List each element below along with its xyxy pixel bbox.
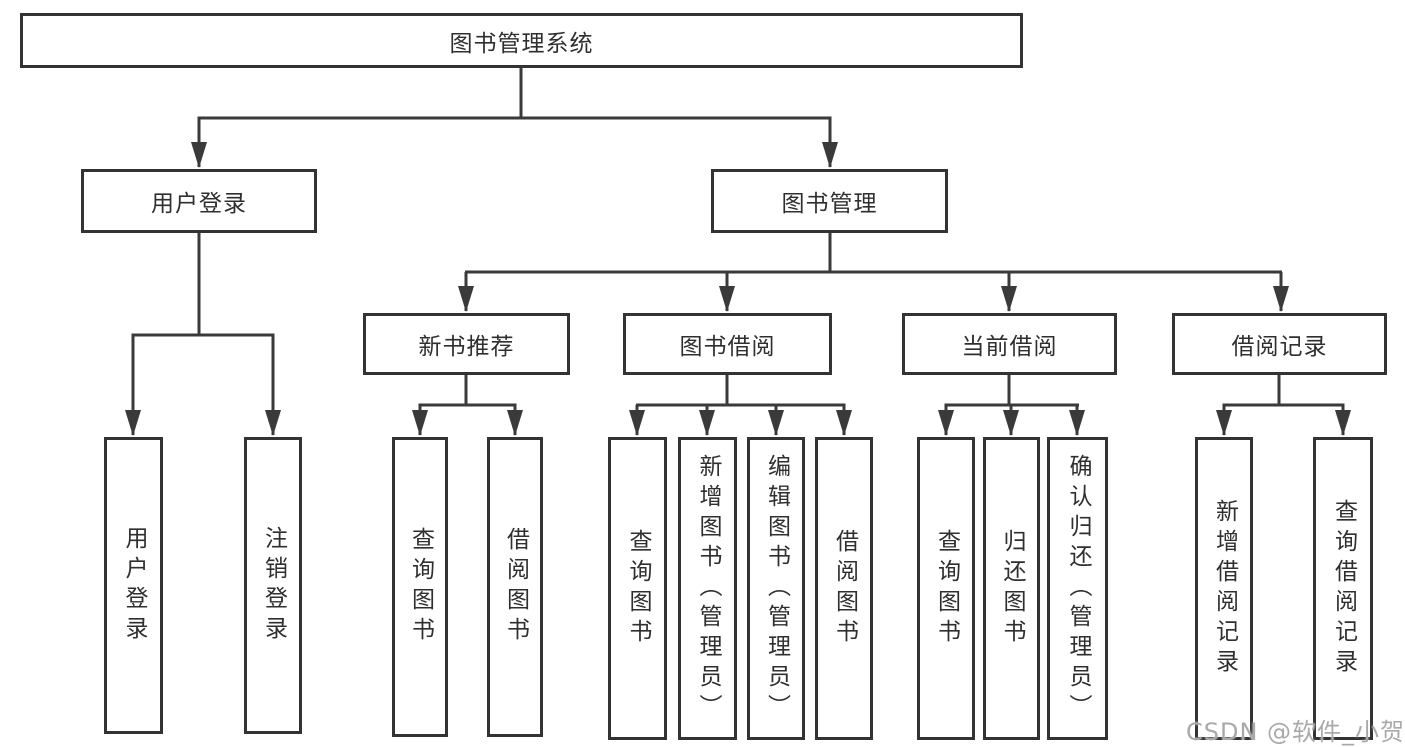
node-borrowing-records: 借阅记录 bbox=[1172, 313, 1387, 375]
node-label: 借阅图书 bbox=[502, 527, 529, 647]
connector-currentborrow-to-leaves bbox=[938, 375, 1085, 436]
connector-userlogin-to-leaves bbox=[125, 232, 281, 436]
node-label: 查询图书 bbox=[407, 527, 434, 647]
leaf-return-books: 归还图书 bbox=[983, 437, 1040, 740]
node-label: 借阅记录 bbox=[1231, 334, 1328, 360]
node-current-borrowing: 当前借阅 bbox=[902, 313, 1117, 375]
node-book-management: 图书管理 bbox=[711, 169, 948, 233]
node-label: 用户登录 bbox=[151, 191, 247, 217]
connector-root-to-level2 bbox=[191, 68, 838, 168]
node-new-book-recommend: 新书推荐 bbox=[363, 313, 570, 375]
node-label: 注销登录 bbox=[260, 525, 287, 646]
connector-borrowrecords-to-leaves bbox=[1216, 375, 1351, 436]
leaf-query-books-current: 查询图书 bbox=[917, 437, 975, 740]
connector-bookborrow-to-leaves bbox=[629, 375, 852, 436]
node-label: 新增图书（管理员） bbox=[695, 453, 721, 724]
leaf-add-books-admin: 新增图书（管理员） bbox=[678, 437, 737, 740]
node-label: 归还图书 bbox=[999, 528, 1025, 649]
connector-newbooks-to-leaves bbox=[412, 375, 523, 436]
node-label: 新书推荐 bbox=[418, 334, 515, 360]
leaf-borrow-books-borrowing: 借阅图书 bbox=[815, 437, 873, 740]
leaf-query-books-newbooks: 查询图书 bbox=[392, 437, 448, 737]
node-label: 确认归还（管理员） bbox=[1065, 453, 1091, 724]
node-user-login: 用户登录 bbox=[81, 169, 317, 233]
leaf-confirm-return-admin: 确认归还（管理员） bbox=[1047, 437, 1108, 740]
node-label: 用户登录 bbox=[121, 525, 147, 646]
leaf-query-books-borrowing: 查询图书 bbox=[608, 437, 667, 740]
connector-bookmgmt-to-level3 bbox=[458, 233, 1289, 312]
node-label: 借阅图书 bbox=[831, 528, 858, 649]
node-label: 新增借阅记录 bbox=[1211, 498, 1238, 679]
node-book-borrowing: 图书借阅 bbox=[623, 313, 832, 375]
csdn-watermark: CSDN @软件_小贺同学 bbox=[1186, 718, 1405, 746]
node-label: 查询图书 bbox=[625, 528, 651, 649]
leaf-edit-books-admin: 编辑图书（管理员） bbox=[747, 437, 805, 740]
node-label: 图书管理系统 bbox=[449, 30, 594, 57]
node-label: 查询图书 bbox=[933, 528, 960, 649]
node-label: 当前借阅 bbox=[961, 334, 1058, 360]
leaf-borrow-books-newbooks: 借阅图书 bbox=[487, 437, 543, 737]
node-label: 查询借阅记录 bbox=[1330, 498, 1357, 679]
node-label: 图书管理 bbox=[781, 191, 878, 217]
leaf-query-borrow-record: 查询借阅记录 bbox=[1313, 437, 1373, 740]
leaf-logout-login: 注销登录 bbox=[244, 437, 302, 734]
node-library-management-system: 图书管理系统 bbox=[20, 13, 1023, 68]
node-label: 编辑图书（管理员） bbox=[763, 453, 790, 724]
leaf-user-login: 用户登录 bbox=[104, 437, 163, 734]
leaf-add-borrow-record: 新增借阅记录 bbox=[1195, 437, 1253, 740]
node-label: 图书借阅 bbox=[679, 334, 776, 360]
